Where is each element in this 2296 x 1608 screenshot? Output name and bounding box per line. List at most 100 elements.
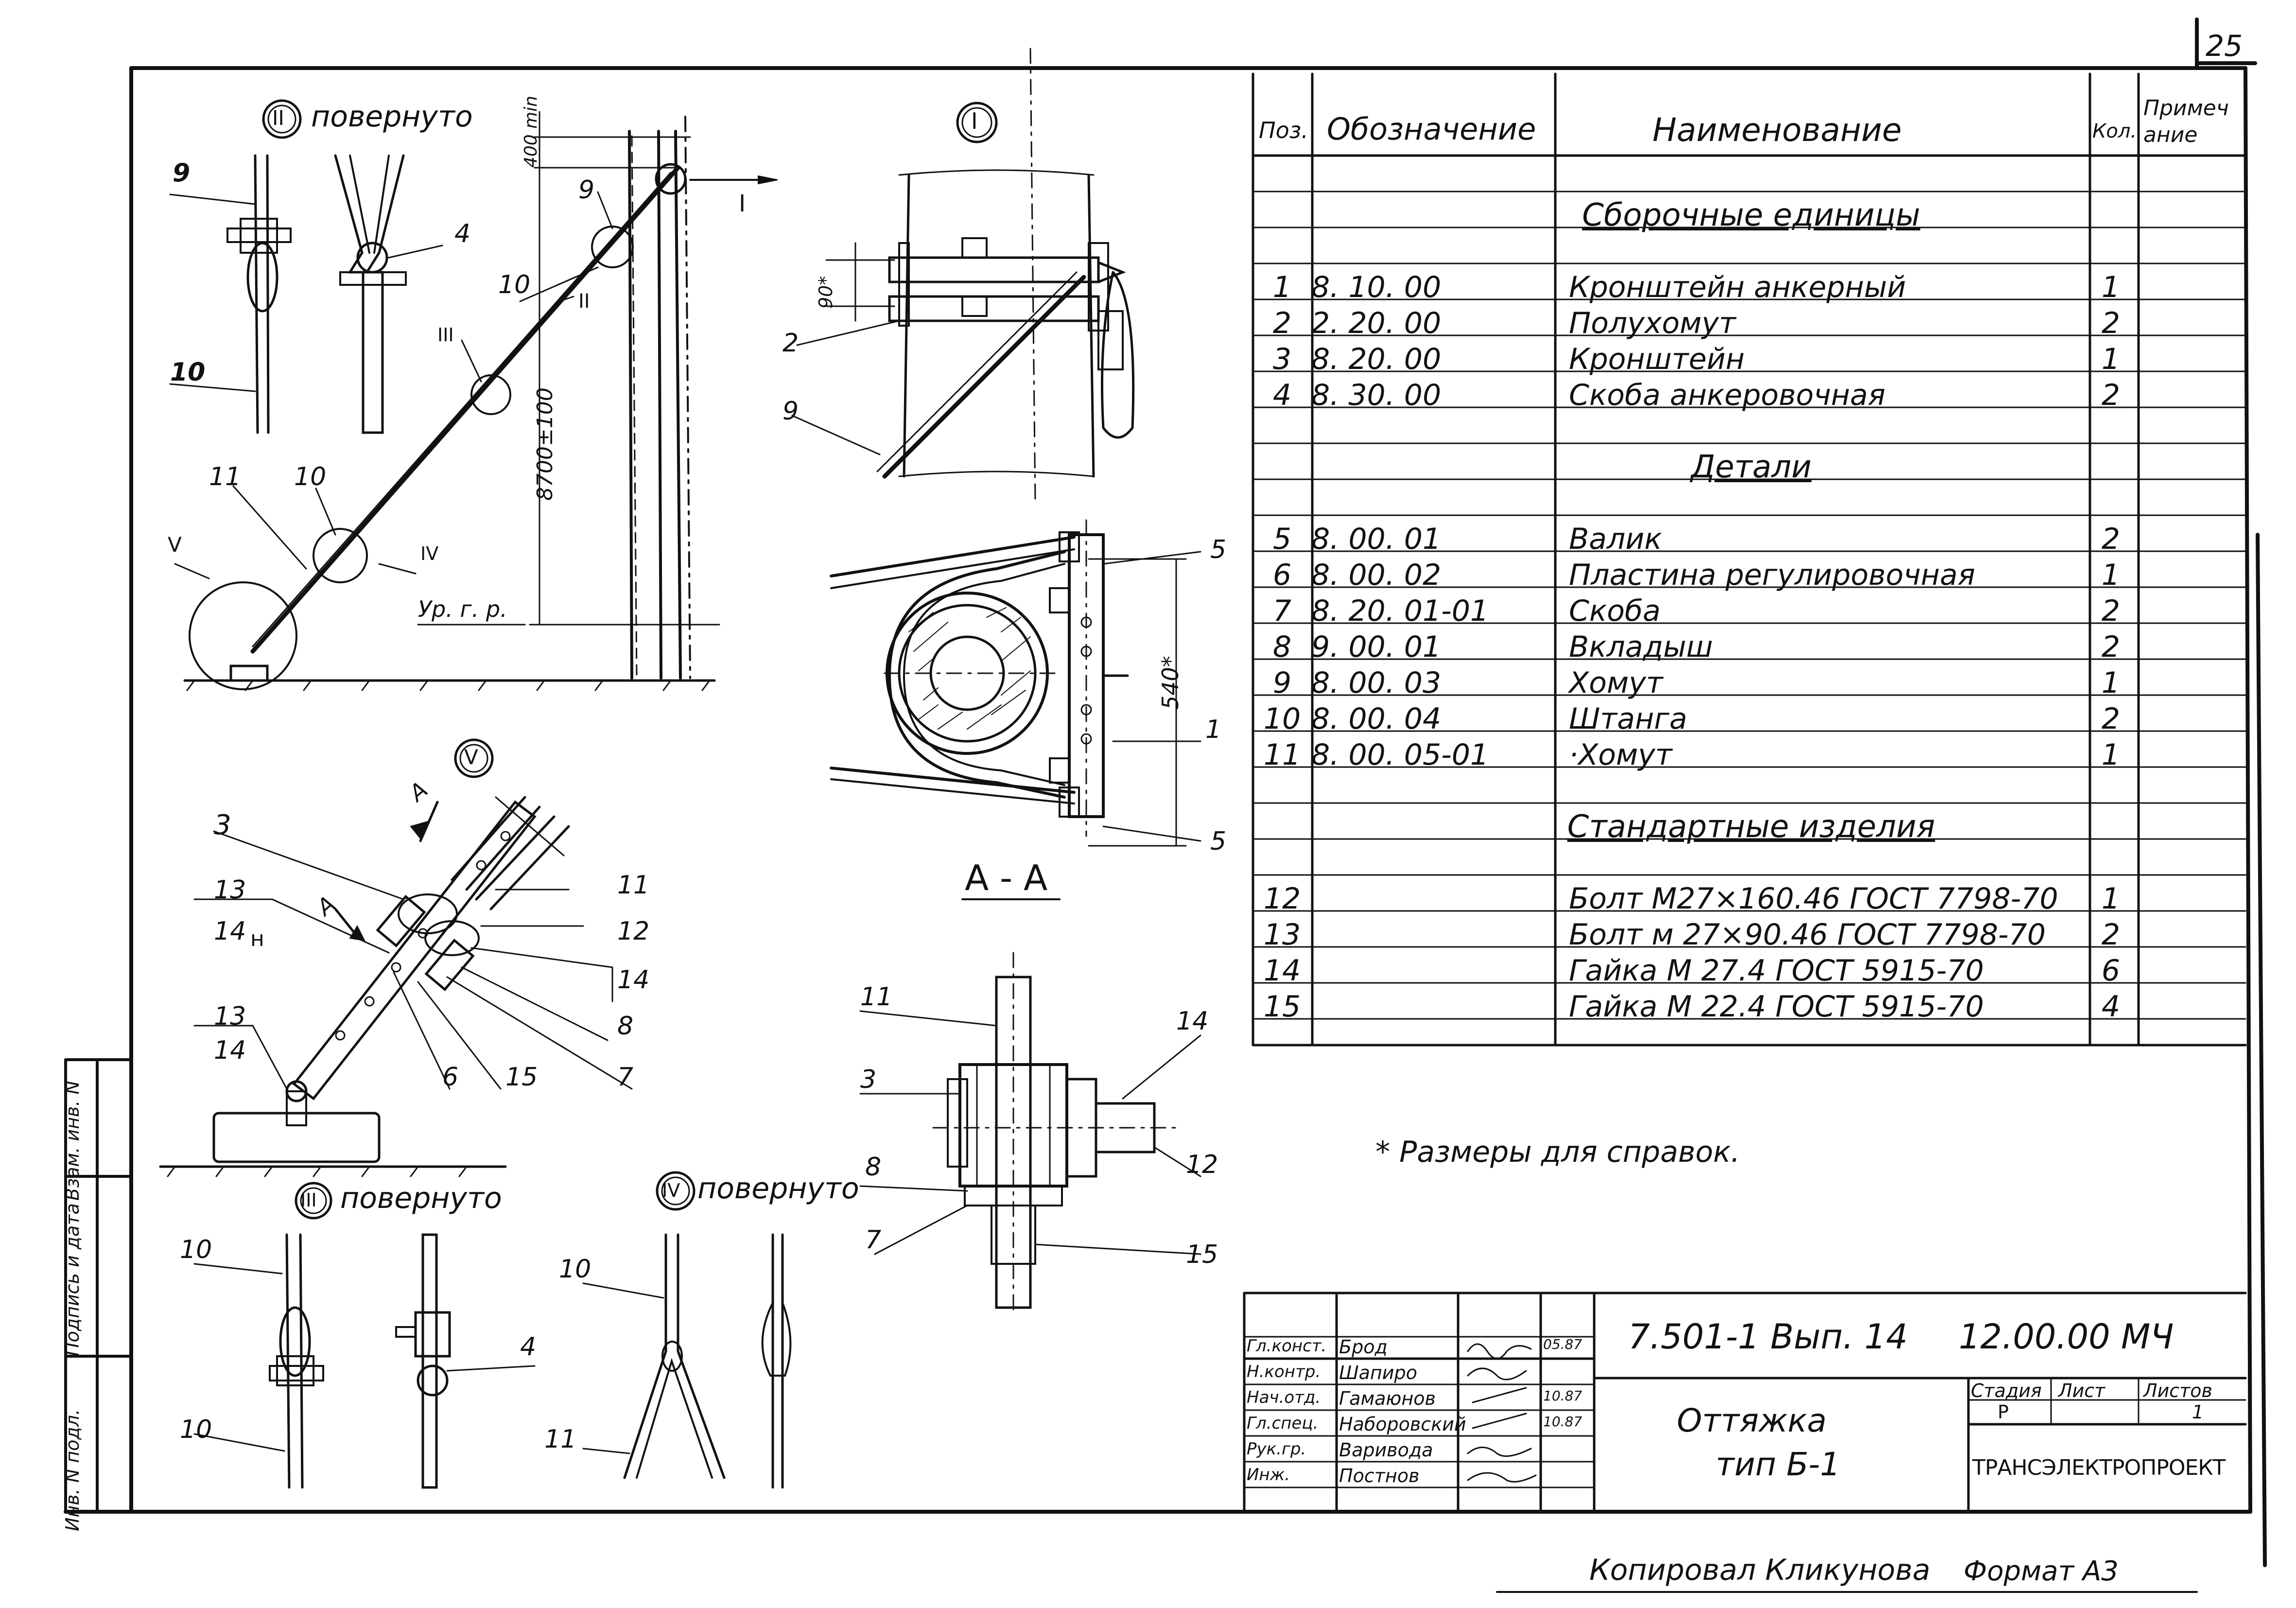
- callout-11-main: 11: [209, 462, 242, 491]
- callout-10-III-b: 10: [180, 1415, 212, 1444]
- spec-pos: 4: [1272, 378, 1292, 412]
- spec-name: Болт м 27×90.46 ГОСТ 7798-70: [1569, 918, 2046, 952]
- spec-header-name: Наименование: [1652, 111, 1902, 149]
- staff-name: Гамаюнов: [1339, 1388, 1436, 1409]
- paper-format: Формат А3: [1964, 1556, 2119, 1587]
- spec-pos: 13: [1263, 918, 1301, 952]
- spec-pos: 10: [1263, 702, 1301, 736]
- spec-header-designation: Обозначение: [1327, 111, 1536, 147]
- sheet-frame: [64, 17, 2267, 1593]
- staff-role: Инж.: [1247, 1465, 1290, 1485]
- spec-pos: 5: [1272, 522, 1292, 556]
- spec-pos: 6: [1272, 558, 1292, 592]
- callout-11-V: 11: [617, 871, 650, 900]
- callout-14-bm: 14: [1176, 1007, 1209, 1036]
- spec-row: 3 8. 20. 00 Кронштейн 1: [1253, 338, 2249, 376]
- spec-name: Валик: [1569, 522, 1662, 556]
- staff-date: 10.87: [1543, 1414, 1583, 1430]
- spec-designation: 8. 00. 05-01: [1311, 738, 1489, 772]
- callout-9-I: 9: [783, 397, 799, 426]
- staff-name: Варивода: [1339, 1439, 1433, 1461]
- spec-name: Болт М27×160.46 ГОСТ 7798-70: [1569, 882, 2058, 916]
- detail-IV-view: [582, 1171, 792, 1489]
- callout-15-bm: 15: [1186, 1240, 1218, 1269]
- spec-header-qty: Кол.: [2092, 120, 2137, 142]
- sheet-label: Лист: [2058, 1380, 2105, 1401]
- spec-qty: 1: [2101, 558, 2121, 592]
- spec-designation: 8. 30. 00: [1311, 378, 1442, 412]
- spec-qty: 1: [2101, 738, 2121, 772]
- spec-designation: 8. 20. 00: [1311, 342, 1442, 376]
- staff-name: Шапиро: [1339, 1362, 1417, 1383]
- spec-name: Пластина регулировочная: [1569, 558, 1976, 592]
- left-stamp: [64, 1058, 133, 1513]
- view-II-label: II: [272, 106, 284, 130]
- spec-header-pos: Поз.: [1259, 117, 1308, 143]
- view-I-label: I: [971, 108, 978, 134]
- spec-name: Кронштейн: [1569, 342, 1745, 376]
- stamp-replace-inv: Взам. инв. N: [62, 1081, 83, 1201]
- main-guy-view: [174, 111, 778, 691]
- spec-designation: 8. 00. 03: [1311, 666, 1442, 700]
- staff-date: 10.87: [1543, 1388, 1583, 1404]
- stage-value: Р: [1998, 1401, 2009, 1423]
- spec-qty: 2: [2101, 306, 2121, 340]
- spec-qty: 4: [2101, 990, 2121, 1024]
- spec-pos: 7: [1272, 594, 1292, 628]
- spec-table-grid: [1252, 72, 2247, 1047]
- callout-4-II: 4: [454, 219, 471, 248]
- section-AA-view: [830, 519, 1201, 900]
- spec-row: 6 8. 00. 02 Пластина регулировочная 1: [1253, 554, 2249, 592]
- organization: ТРАНСЭЛЕКТРОПРОЕКТ: [1972, 1455, 2226, 1480]
- spec-name: Гайка М 27.4 ГОСТ 5915-70: [1569, 954, 1984, 988]
- callout-9-main: 9: [578, 175, 595, 205]
- spec-designation: 8. 00. 01: [1311, 522, 1442, 556]
- staff-role: Нач.отд.: [1247, 1388, 1321, 1407]
- spec-designation: 8. 10. 00: [1311, 270, 1442, 304]
- callout-15-V: 15: [505, 1063, 538, 1092]
- callout-14-V-c: 14: [617, 965, 650, 995]
- detail-II-view: [169, 99, 443, 434]
- staff-role: Гл.спец.: [1247, 1414, 1319, 1433]
- callout-10-III: 10: [180, 1235, 212, 1264]
- spec-designation: 9. 00. 01: [1311, 630, 1442, 664]
- detail-V-view: [159, 738, 633, 1177]
- stage-label: Стадия: [1971, 1380, 2042, 1401]
- spec-name: ·Хомут: [1569, 738, 1672, 772]
- spec-pos: 9: [1272, 666, 1292, 700]
- callout-4-III: 4: [520, 1332, 537, 1362]
- spec-qty: 1: [2101, 666, 2121, 700]
- dimensions-note: * Размеры для справок.: [1375, 1135, 1740, 1169]
- spec-name: Гайка М 22.4 ГОСТ 5915-70: [1569, 990, 1984, 1024]
- callout-11-bm: 11: [860, 982, 893, 1012]
- callout-13-V: 13: [214, 875, 246, 905]
- spec-header-note: Примечание: [2143, 96, 2229, 147]
- detail-I-view: [791, 48, 1135, 502]
- spec-qty: 6: [2101, 954, 2121, 988]
- sheets-value: 1: [2192, 1401, 2204, 1423]
- view-III-label: III: [300, 1189, 317, 1211]
- spec-qty: 1: [2101, 342, 2121, 376]
- sheets-label: Листов: [2143, 1380, 2212, 1401]
- detail-III-view: [193, 1182, 536, 1489]
- page-number: 25: [2206, 29, 2243, 63]
- spec-qty: 2: [2101, 594, 2121, 628]
- view-V-label: V: [464, 745, 478, 769]
- spec-qty: 2: [2101, 630, 2121, 664]
- callout-10-main: 10: [498, 270, 531, 299]
- dim-90: 90*: [815, 276, 836, 309]
- spec-name: Полухомут: [1569, 306, 1736, 340]
- callout-3-bm: 3: [860, 1065, 877, 1094]
- spec-name: Скоба: [1569, 594, 1661, 628]
- view-IV-label: IV: [662, 1180, 680, 1201]
- spec-pos: 3: [1272, 342, 1292, 376]
- view-IV-rotated: повернуто: [697, 1171, 859, 1206]
- spec-name: Скоба анкеровочная: [1569, 378, 1886, 412]
- spec-qty: 1: [2101, 882, 2121, 916]
- spec-designation: 8. 00. 02: [1311, 558, 1442, 592]
- callout-8-bm: 8: [865, 1153, 882, 1182]
